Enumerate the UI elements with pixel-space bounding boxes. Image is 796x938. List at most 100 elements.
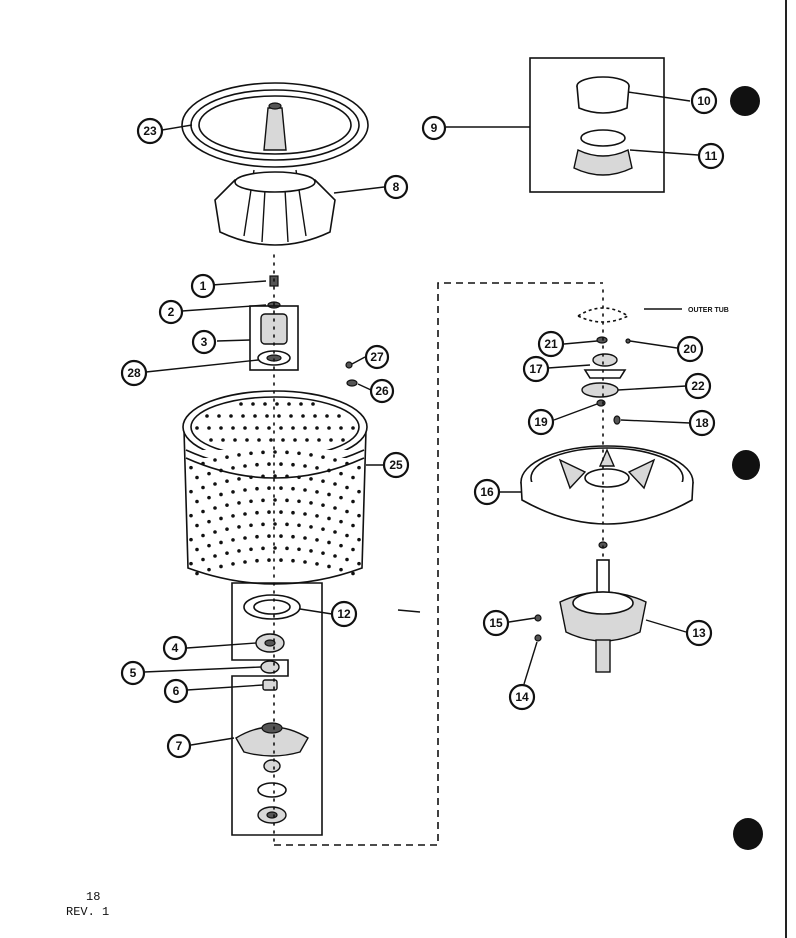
perforation-dot xyxy=(255,558,259,563)
perforation-dot xyxy=(195,499,199,504)
agitator-hardware xyxy=(249,275,358,387)
perforation-dot xyxy=(221,438,225,442)
punch-hole-mark xyxy=(730,86,760,116)
perforation-dot xyxy=(291,534,295,539)
perforation-dot xyxy=(225,455,229,459)
perforation-dot xyxy=(213,458,217,462)
perforation-dot xyxy=(327,492,331,497)
perforation-dot xyxy=(309,453,313,457)
perforation-dot xyxy=(357,465,361,470)
perforation-dot xyxy=(237,477,241,481)
perforation-dot xyxy=(279,558,283,562)
svg-text:4: 4 xyxy=(172,641,179,655)
perforation-dot xyxy=(195,475,199,480)
perforation-dot xyxy=(339,495,343,500)
perforation-dot xyxy=(243,560,247,564)
perforation-dot xyxy=(273,498,277,502)
perforation-dot xyxy=(351,426,355,430)
perforation-dot xyxy=(245,438,249,442)
callout-10: 10 xyxy=(690,87,718,115)
perforation-dot xyxy=(267,462,271,466)
svg-text:6: 6 xyxy=(173,684,180,698)
perforation-dot xyxy=(201,509,205,514)
perforation-dot xyxy=(325,414,329,418)
perforation-dot xyxy=(243,488,247,492)
perforation-dot xyxy=(309,477,313,481)
agitator-assembly xyxy=(181,82,369,246)
perforation-dot xyxy=(303,426,307,430)
perforation-dot xyxy=(321,527,325,531)
perforation-dot xyxy=(315,562,319,566)
perforation-dot xyxy=(279,426,283,430)
perforation-dot xyxy=(263,402,267,406)
svg-text:12: 12 xyxy=(337,607,351,621)
perforation-dot xyxy=(285,522,289,527)
perforation-dot xyxy=(249,523,253,528)
svg-text:1: 1 xyxy=(200,279,207,293)
callout-1: 1 xyxy=(190,273,216,299)
perforation-dot xyxy=(303,512,307,516)
perforation-dot xyxy=(327,540,331,545)
perforation-dot xyxy=(213,530,217,534)
perforation-dot xyxy=(219,564,223,569)
perforation-dot xyxy=(217,414,221,418)
perforation-dot xyxy=(291,462,295,467)
perforation-dot xyxy=(285,450,289,455)
perforation-dot xyxy=(201,557,205,562)
perforation-dot xyxy=(315,426,319,430)
callout-12: 12 xyxy=(330,600,358,628)
perforation-dot xyxy=(297,499,301,504)
drive-pulley xyxy=(520,445,694,525)
perforation-dot xyxy=(303,488,307,492)
perforation-dot xyxy=(219,468,223,473)
perforation-dot xyxy=(229,414,233,418)
perforation-dot xyxy=(255,462,259,467)
perforation-dot xyxy=(189,465,193,470)
callout-25: 25 xyxy=(382,451,410,479)
perforation-dot xyxy=(273,450,277,454)
perforation-dot xyxy=(277,414,281,418)
perforation-dot xyxy=(207,543,211,548)
perforation-dot xyxy=(267,486,271,490)
revision-label: REV. 1 xyxy=(66,905,110,919)
perforation-dot xyxy=(205,414,209,418)
perforation-dot xyxy=(231,514,235,518)
perforation-dot xyxy=(351,547,355,552)
perforation-dot xyxy=(341,438,345,442)
perforation-dot xyxy=(255,426,259,430)
perforation-dot xyxy=(209,438,213,442)
perforation-dot xyxy=(201,485,205,490)
perforation-dot xyxy=(321,503,325,507)
perforation-dot xyxy=(189,489,193,494)
perforation-dot xyxy=(213,482,217,486)
spin-basket xyxy=(182,390,368,585)
callout-21: 21 xyxy=(537,330,565,358)
perforation-dot xyxy=(243,464,247,468)
callout-16: 16 xyxy=(473,478,501,506)
perforation-dot xyxy=(317,438,321,442)
perforation-dot xyxy=(291,510,295,515)
perforation-dot xyxy=(297,451,301,456)
perforation-dot xyxy=(207,495,211,500)
perforation-dot xyxy=(309,501,313,505)
perforation-dot xyxy=(207,471,211,476)
perforation-dot xyxy=(275,402,279,406)
svg-text:19: 19 xyxy=(534,415,548,429)
reference-line xyxy=(397,609,421,613)
svg-text:8: 8 xyxy=(393,180,400,194)
lower-bearing-parts xyxy=(231,582,323,836)
perforation-dot xyxy=(279,486,283,490)
perforation-dot xyxy=(233,438,237,442)
perforation-dot xyxy=(357,537,361,542)
perforation-dot xyxy=(261,522,265,527)
perforation-dot xyxy=(273,522,277,526)
svg-text:9: 9 xyxy=(431,121,438,135)
svg-text:28: 28 xyxy=(127,366,141,380)
perforation-dot xyxy=(253,414,257,418)
perforation-dot xyxy=(291,426,295,430)
perforation-dot xyxy=(195,571,199,576)
svg-text:27: 27 xyxy=(370,350,384,364)
perforation-dot xyxy=(313,414,317,418)
perforation-dot xyxy=(329,438,333,442)
perforation-dot xyxy=(297,523,301,528)
